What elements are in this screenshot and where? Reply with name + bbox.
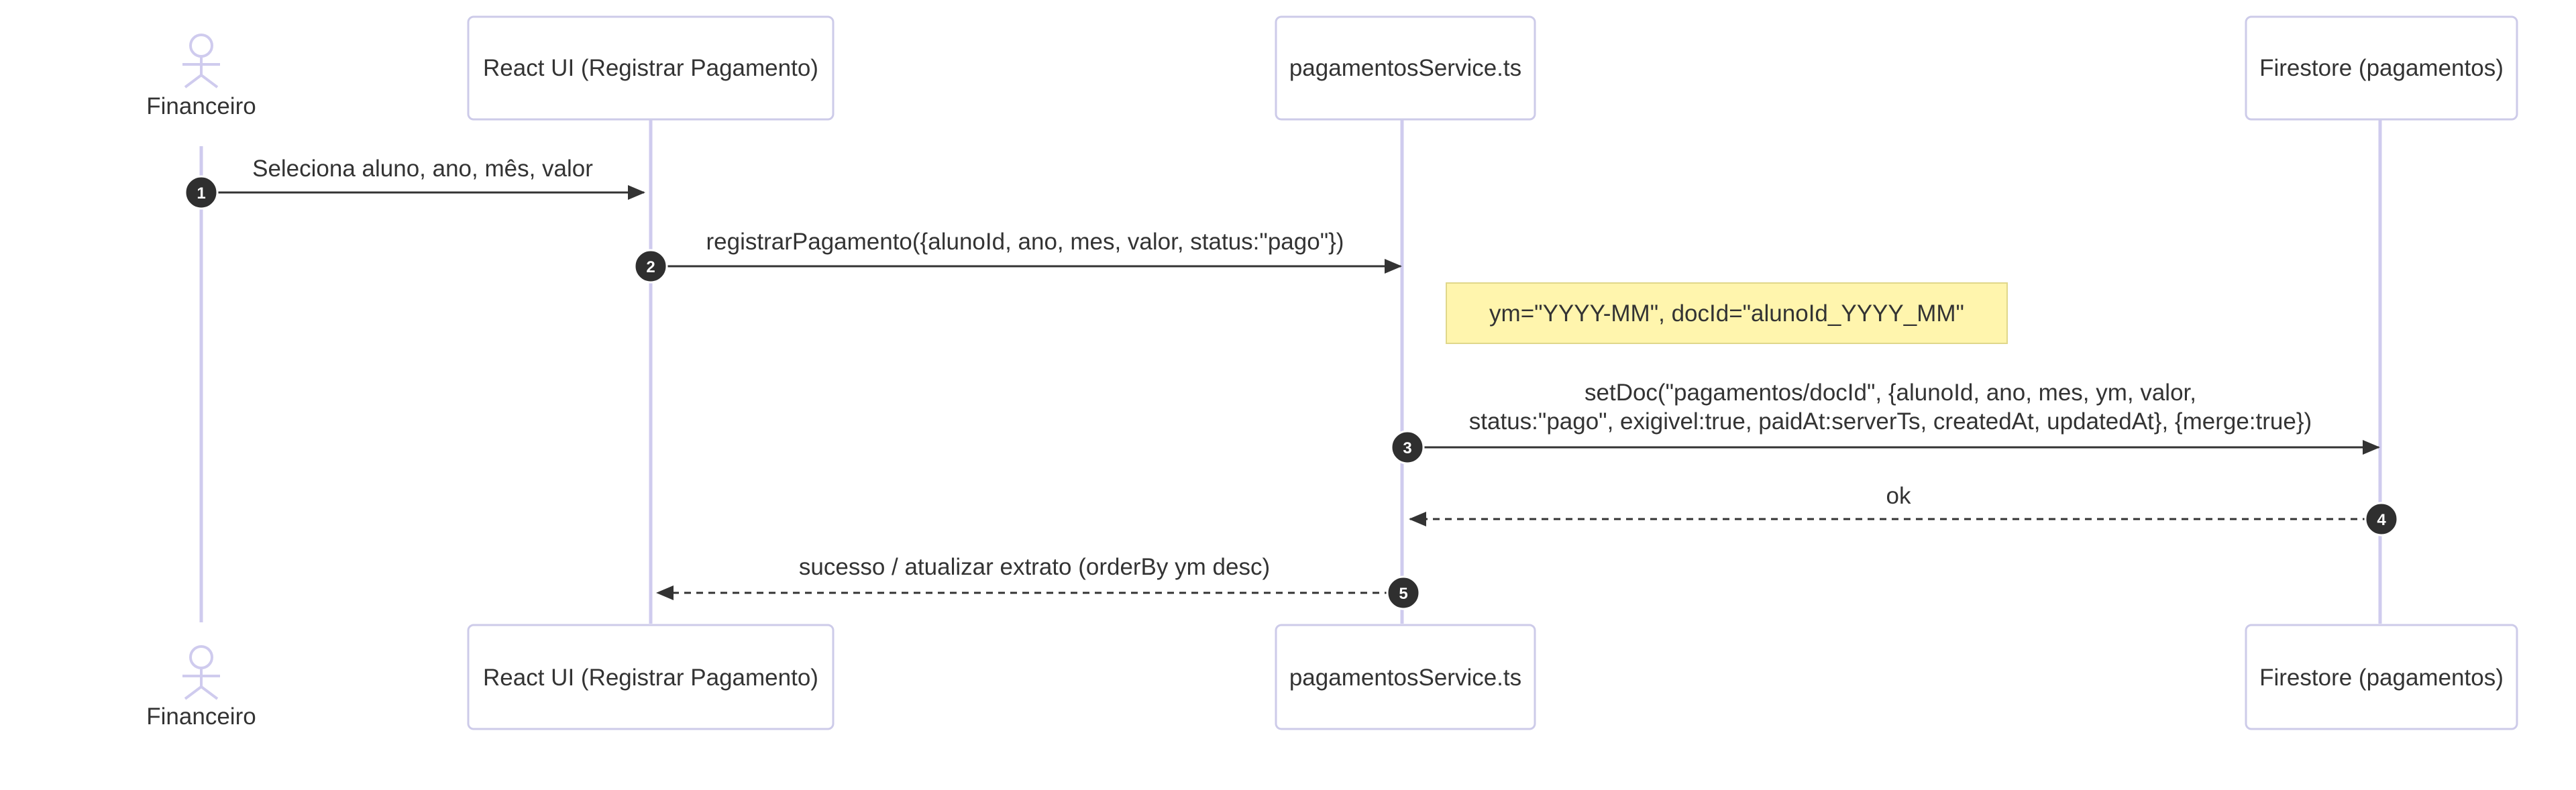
actor-figure-icon [182, 34, 220, 89]
actor-label: Financeiro [146, 93, 256, 119]
participant-react-ui-bottom: React UI (Registrar Pagamento) [467, 624, 835, 730]
participant-label: React UI (Registrar Pagamento) [483, 55, 818, 81]
message-5: sucesso / atualizar extrato (orderBy ym … [656, 554, 1421, 610]
sequence-number: 4 [2377, 511, 2386, 529]
message-label: ok [1886, 483, 1911, 509]
message-label-line-1: setDoc("pagamentos/docId", {alunoId, ano… [1585, 380, 2196, 406]
sequence-number: 1 [197, 184, 205, 203]
sequence-number: 5 [1399, 585, 1407, 603]
actor-label: Financeiro [146, 703, 256, 730]
message-2: registrarPagamento({alunoId, ano, mes, v… [633, 229, 1402, 284]
message-label-line-2: status:"pago", exigivel:true, paidAt:ser… [1469, 408, 2312, 435]
message-1: Seleciona aluno, ano, mês, valor 1 [184, 156, 645, 210]
sequence-number: 3 [1403, 439, 1411, 457]
sequence-number: 2 [646, 258, 655, 276]
participant-label: pagamentosService.ts [1289, 665, 1521, 691]
message-label: Seleciona aluno, ano, mês, valor [252, 156, 593, 182]
note: ym="YYYY-MM", docId="alunoId_YYYY_MM" [1446, 282, 2008, 344]
participant-firestore-bottom: Firestore (pagamentos) [2245, 624, 2518, 730]
participant-service-bottom: pagamentosService.ts [1275, 624, 1536, 730]
participant-react-ui-top: React UI (Registrar Pagamento) [467, 15, 835, 121]
participant-label: Firestore (pagamentos) [2259, 665, 2504, 691]
message-3: setDoc("pagamentos/docId", {alunoId, ano… [1390, 380, 2380, 465]
actor-financeiro-top: Financeiro [146, 34, 256, 119]
participant-label: pagamentosService.ts [1289, 55, 1521, 81]
participant-label: Firestore (pagamentos) [2259, 55, 2504, 81]
actor-figure-icon [182, 645, 220, 700]
participant-firestore-top: Firestore (pagamentos) [2245, 15, 2518, 121]
message-label: registrarPagamento({alunoId, ano, mes, v… [706, 229, 1344, 255]
participant-label: React UI (Registrar Pagamento) [483, 665, 818, 691]
message-4: ok 4 [1409, 483, 2399, 537]
message-label: sucesso / atualizar extrato (orderBy ym … [799, 554, 1270, 580]
actor-financeiro-bottom: Financeiro [146, 645, 256, 730]
note-text: ym="YYYY-MM", docId="alunoId_YYYY_MM" [1489, 300, 1964, 327]
participant-service-top: pagamentosService.ts [1275, 15, 1536, 121]
